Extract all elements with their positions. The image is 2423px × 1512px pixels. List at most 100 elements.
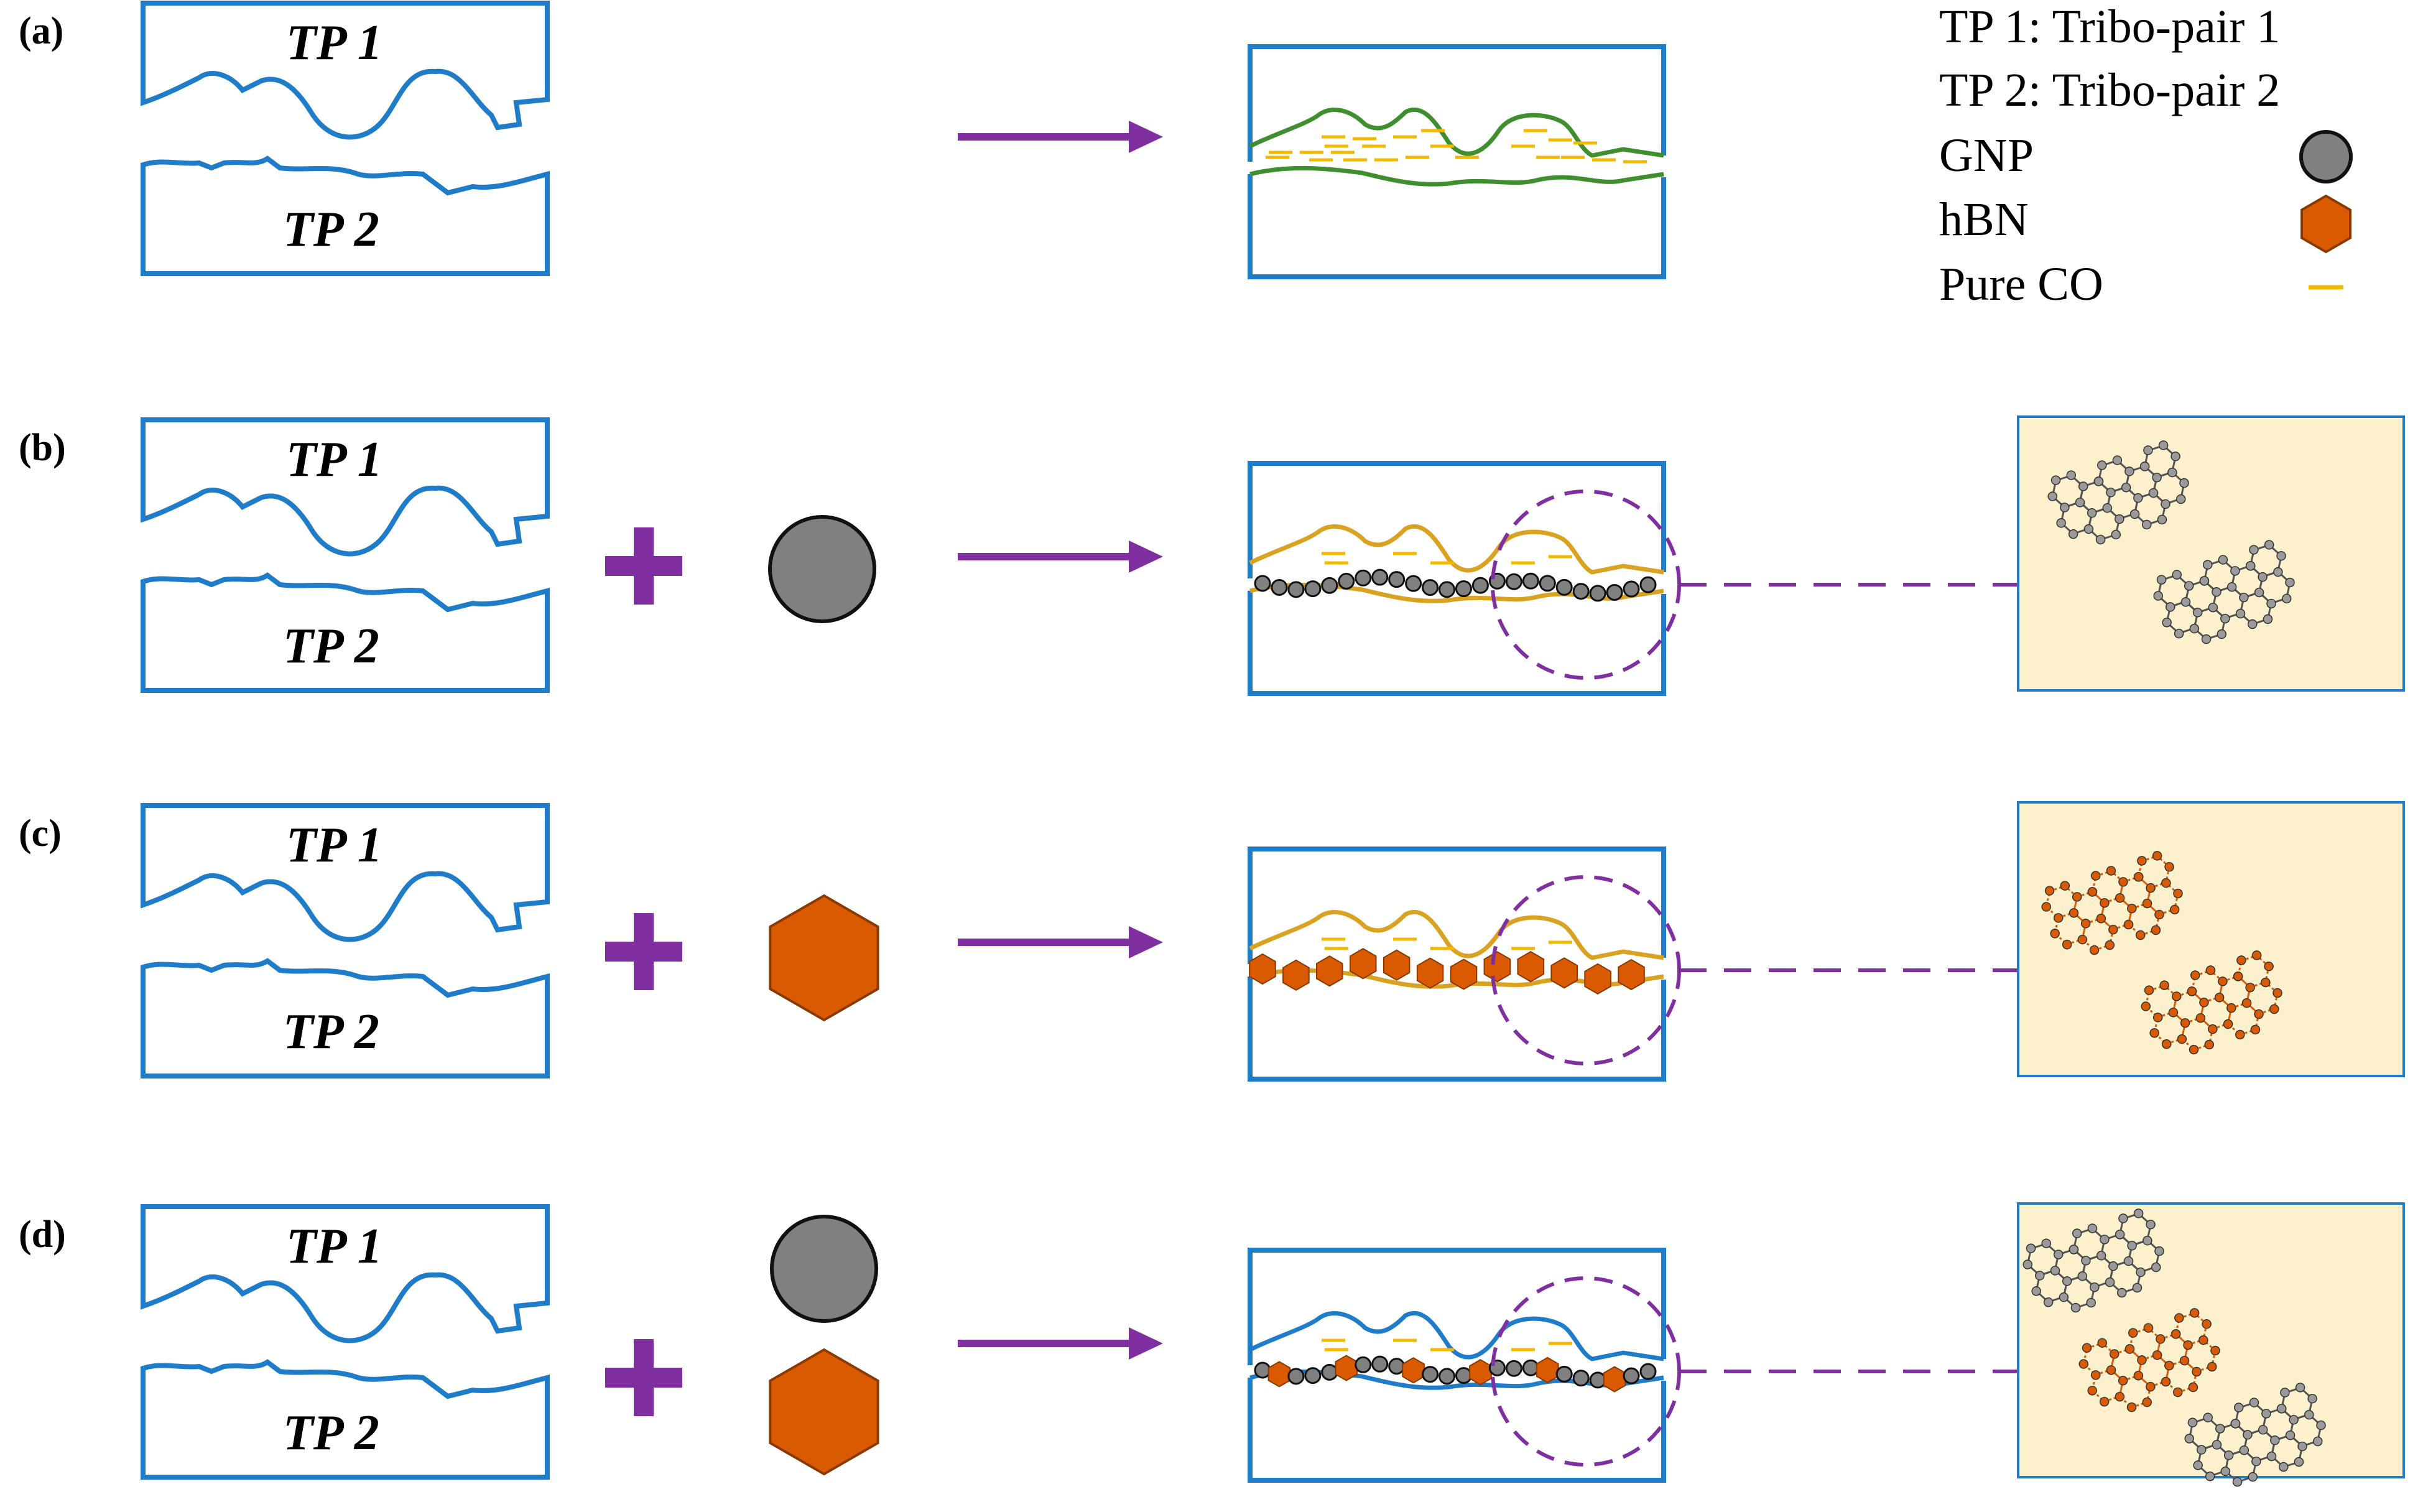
lattice-atom	[2086, 1297, 2096, 1308]
lattice-atom	[2254, 587, 2264, 598]
lattice-atom	[2050, 475, 2061, 485]
upper-film-boundary	[1249, 524, 1664, 575]
lattice-atom	[2254, 1009, 2264, 1019]
lattice-atom	[2083, 524, 2094, 534]
worn-tribo-pair-1	[1248, 1248, 1666, 1365]
lattice-atom	[2136, 1267, 2146, 1278]
lattice-atom	[2226, 582, 2237, 592]
lattice-atom	[2184, 581, 2194, 591]
lattice-atom	[2232, 1477, 2243, 1487]
lattice-atom	[2251, 950, 2262, 960]
lattice-atom	[2192, 1366, 2202, 1377]
lattice-atom	[2123, 1256, 2134, 1266]
tp1-label: TP 1	[286, 16, 382, 70]
lattice-atom	[2127, 1240, 2137, 1251]
lattice-atom	[2096, 1251, 2106, 1261]
hbn-lattice-sheet	[2141, 950, 2282, 1055]
gnp-lattice-sheet	[2184, 1383, 2326, 1487]
lattice-atom	[2251, 1456, 2261, 1467]
lattice-atom	[2095, 534, 2106, 545]
lattice-atom	[2062, 939, 2072, 950]
zoom-panel	[2017, 415, 2405, 692]
lattice-atom	[2187, 986, 2197, 996]
lattice-atom	[2273, 567, 2283, 577]
gnp-particle	[1355, 569, 1372, 587]
lattice-atom	[2202, 1319, 2212, 1329]
gnp-particle	[1388, 571, 1406, 588]
lattice-atom	[2146, 1220, 2156, 1230]
lattice-atom	[2118, 1213, 2128, 1223]
gnp-particle	[1371, 1355, 1389, 1373]
gnp-particle	[1539, 575, 1556, 592]
row-label: (a)	[19, 10, 63, 52]
tribo-pair-1-shape	[141, 1, 550, 140]
lattice-atom	[2261, 1409, 2271, 1419]
lattice-atom	[2143, 1323, 2154, 1333]
lattice-atom	[2053, 1250, 2064, 1259]
gnp-particle	[1287, 1368, 1305, 1385]
gnp-particle	[1304, 580, 1322, 598]
lattice-atom	[2171, 1329, 2181, 1339]
lattice-atom	[2153, 591, 2164, 601]
lattice-atom	[2068, 529, 2078, 539]
gnp-lattice-sheet	[2153, 540, 2295, 644]
lattice-atom	[2152, 1013, 2163, 1023]
lattice-atom	[2097, 1338, 2108, 1348]
hbn-additive-icon	[769, 894, 879, 1022]
row-label: (d)	[19, 1213, 66, 1256]
tribo-pair-2-shape	[141, 155, 550, 276]
lattice-atom	[2204, 1039, 2215, 1050]
lattice-atom	[2190, 970, 2200, 980]
tp1-label: TP 1	[286, 1219, 382, 1274]
lattice-atom	[2137, 856, 2147, 866]
lattice-atom	[2050, 1266, 2060, 1276]
tp2-label: TP 2	[283, 1004, 379, 1059]
hbn-particle	[1316, 955, 1343, 987]
lattice-atom	[2105, 1277, 2115, 1287]
lattice-atom	[2044, 886, 2055, 896]
lattice-atom	[2154, 1246, 2164, 1256]
lattice-atom	[2146, 1381, 2156, 1392]
hbn-particle	[1249, 953, 1276, 985]
lattice-atom	[2137, 1355, 2147, 1365]
gnp-particle	[1522, 572, 1539, 590]
row-a: (a)TP 1TP 2	[19, 1, 1666, 279]
gnp-particle	[1422, 579, 1439, 596]
worn-tribo-pair-2	[1248, 591, 1666, 696]
lattice-atom	[2230, 566, 2240, 576]
lattice-atom	[2214, 993, 2225, 1003]
arrow-head	[1129, 1327, 1163, 1360]
lattice-atom	[2167, 467, 2177, 478]
lattice-atom	[2220, 1466, 2231, 1477]
lattice-atom	[2173, 888, 2183, 899]
lattice-atom	[2151, 925, 2161, 935]
lattice-atom	[2208, 602, 2218, 613]
worn-tribo-pair-1	[1248, 846, 1666, 964]
lattice-atom	[2249, 1398, 2259, 1408]
lattice-atom	[2121, 483, 2131, 493]
gnp-particle	[1371, 568, 1389, 586]
lattice-atom	[2144, 985, 2154, 995]
tribo-pair-1-shape	[141, 417, 550, 557]
lattice-atom	[2212, 587, 2221, 597]
hbn-particle	[1536, 1357, 1559, 1383]
lattice-atom	[2161, 1039, 2172, 1049]
lattice-atom	[2072, 1228, 2082, 1238]
lattice-atom	[2289, 1414, 2299, 1425]
lattice-atom	[2205, 1471, 2215, 1482]
lattice-atom	[2210, 1345, 2220, 1356]
hbn-particle	[1267, 1361, 1291, 1388]
gnp-additive-icon	[768, 515, 876, 623]
lattice-atom	[2158, 440, 2169, 450]
lattice-atom	[2087, 508, 2097, 518]
lattice-atom	[2133, 1208, 2144, 1218]
lattice-atom	[2089, 945, 2100, 955]
lattice-atom	[2087, 887, 2098, 897]
lattice-atom	[2031, 1286, 2041, 1296]
plus-sign	[605, 1339, 682, 1416]
lattice-atom	[2078, 1359, 2089, 1369]
lattice-atom	[2171, 452, 2180, 461]
gnp-particle	[1355, 1356, 1372, 1373]
lattice-atom	[2152, 851, 2162, 861]
lattice-atom	[2151, 1262, 2161, 1273]
